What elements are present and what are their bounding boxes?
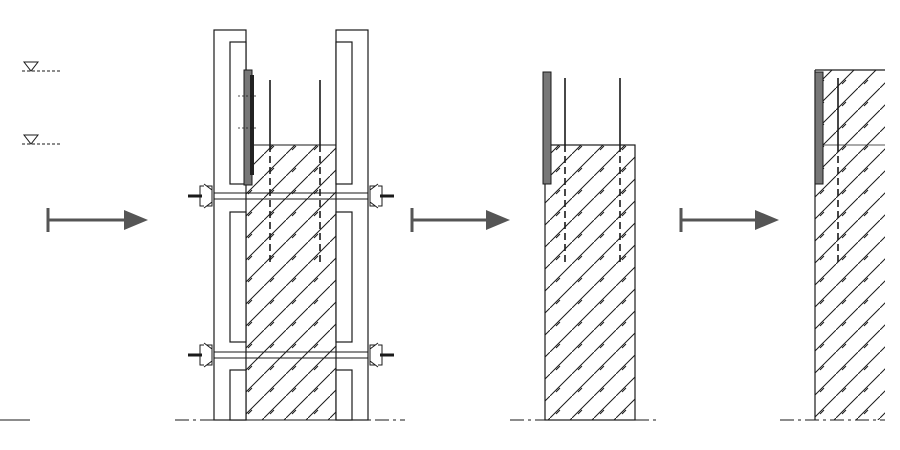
level-marker-lower	[22, 134, 60, 145]
rebar	[269, 80, 321, 262]
formwork-right	[335, 29, 369, 421]
stage-1	[188, 29, 394, 421]
guide-lines	[238, 95, 258, 129]
arrow	[410, 208, 510, 232]
tie-rod	[188, 183, 394, 209]
concrete-fill	[815, 70, 885, 420]
tie-rod	[188, 342, 394, 368]
waterstop-strip	[542, 71, 552, 185]
rebar	[564, 78, 621, 262]
arrow	[679, 208, 779, 232]
arrow	[46, 208, 148, 232]
waterstop-strip	[243, 69, 254, 186]
waterstop-strip	[814, 71, 824, 185]
concrete-fill	[245, 144, 337, 421]
level-marker-upper	[22, 61, 60, 72]
stage-2	[542, 71, 636, 421]
formwork-left	[213, 29, 247, 421]
stage-3	[814, 69, 885, 420]
concrete-fill	[544, 144, 636, 421]
